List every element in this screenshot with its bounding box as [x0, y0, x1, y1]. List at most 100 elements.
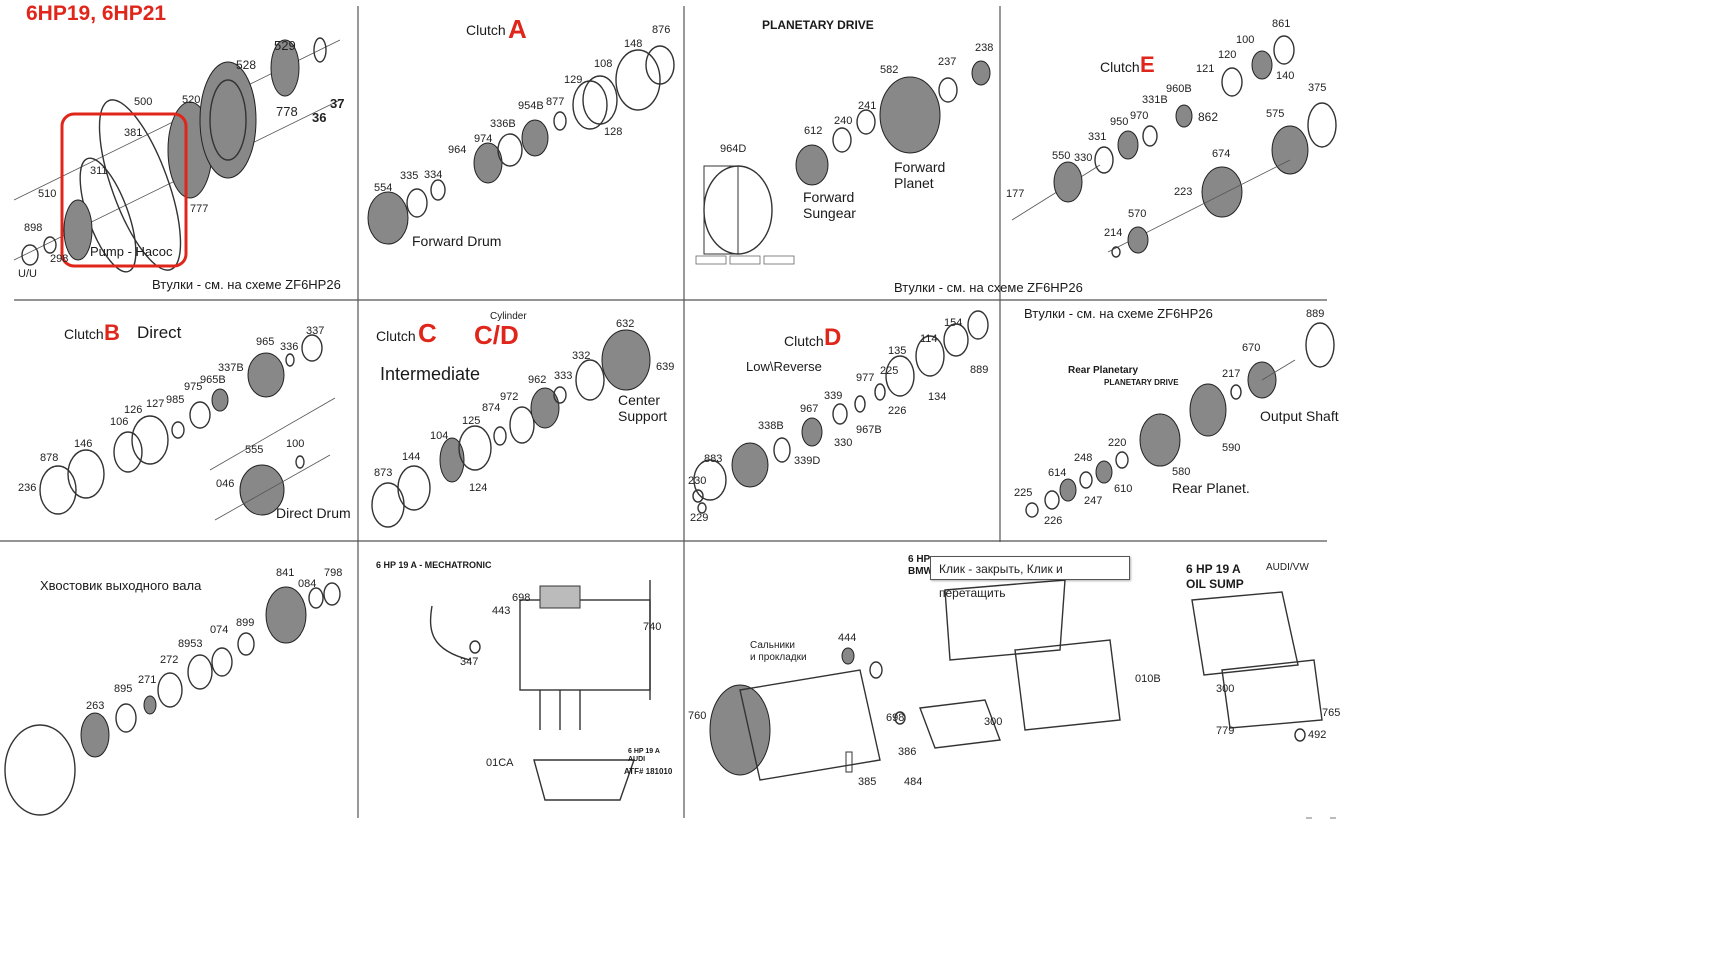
part-number: 331B — [1142, 94, 1168, 106]
part-number: 895 — [114, 683, 133, 695]
clutchE-parts — [1011, 35, 1337, 258]
part-number: 240 — [834, 115, 853, 127]
clutchE-prefix: Clutch — [1100, 59, 1140, 75]
part-number: 861 — [1272, 18, 1291, 30]
part-number: 962 — [528, 374, 547, 386]
part-number: 386 — [898, 746, 917, 758]
sump-brand: AUDI/VW — [1266, 562, 1309, 573]
part-number: 632 — [616, 318, 635, 330]
part-number: 214 — [1104, 227, 1123, 239]
part-number: 144 — [402, 451, 421, 463]
clutchC-cylinder: Cylinder — [490, 311, 527, 322]
part-number: 338B — [758, 420, 784, 432]
part-number: 874 — [482, 402, 501, 414]
part-number: 229 — [690, 512, 709, 524]
part-number: 333 — [554, 370, 573, 382]
clutchA-label: Forward Drum — [412, 233, 502, 249]
part-number: 674 — [1212, 148, 1231, 160]
page-title: 6HP19, 6HP21 — [26, 2, 167, 25]
part-number: 883 — [704, 453, 723, 465]
part-number: 639 — [656, 361, 675, 373]
clutchC-prefix: Clutch — [376, 328, 416, 344]
part-number: 985 — [166, 394, 185, 406]
part-number: 444 — [838, 632, 857, 644]
part-number: 127 — [146, 398, 165, 410]
part-number: 385 — [858, 776, 877, 788]
part-number: 610 — [1114, 483, 1133, 495]
part-number: 967B — [856, 424, 882, 436]
part-number: 100 — [1236, 34, 1255, 46]
part-number: 974 — [474, 133, 493, 145]
rear-subheading: PLANETARY DRIVE — [1104, 378, 1179, 387]
part-number: 889 — [970, 364, 989, 376]
part-number: 154 — [944, 317, 963, 329]
part-number: 873 — [374, 467, 393, 479]
viewer-tooltip[interactable]: Клик - закрыть, Клик и перетащить — [930, 556, 1130, 600]
clutchD-parts — [692, 310, 989, 514]
clutchB-prefix: Clutch — [64, 326, 104, 342]
part-number: 554 — [374, 182, 393, 194]
part-number: 336 — [280, 341, 299, 353]
part-number: 698 — [886, 712, 905, 724]
part-number: 126 — [124, 404, 143, 416]
clutchA-prefix: Clutch — [466, 22, 506, 38]
part-number: 614 — [1048, 467, 1067, 479]
pump-parts — [13, 37, 341, 273]
part-number: 698 — [512, 592, 531, 604]
part-number: 37 — [330, 96, 345, 111]
sump-parts — [1191, 591, 1323, 742]
clutchC-letter: C — [418, 318, 437, 348]
part-number: 241 — [858, 100, 877, 112]
part-number: 960B — [1166, 83, 1192, 95]
tail-label: Хвостовик выходного вала — [40, 578, 202, 593]
part-number: 555 — [245, 444, 264, 456]
clutchB-parts — [39, 334, 336, 521]
planetary-legend-boxes — [695, 255, 795, 265]
part-number: 238 — [975, 42, 994, 54]
seals-label: Сальники и прокладки — [750, 640, 807, 663]
part-number: 223 — [1174, 186, 1193, 198]
planetary-planet-label: Forward Planet — [894, 159, 946, 191]
part-number: 263 — [86, 700, 105, 712]
part-number: 272 — [160, 654, 179, 666]
part-number: 337 — [306, 325, 325, 337]
part-number: 575 — [1266, 108, 1285, 120]
part-number: 898 — [24, 222, 43, 234]
part-number: 01CA — [486, 757, 514, 769]
part-number: 339D — [794, 455, 821, 467]
part-number: 128 — [604, 126, 623, 138]
part-number: 347 — [460, 656, 479, 668]
part-number: 779 — [1216, 725, 1235, 737]
part-number: 876 — [652, 24, 671, 36]
panel-grid — [0, 6, 1327, 818]
clutchD-prefix: Clutch — [784, 333, 824, 349]
part-number: 226 — [888, 405, 907, 417]
part-number: 443 — [492, 605, 511, 617]
part-number: 220 — [1108, 437, 1127, 449]
part-number: 226 — [1044, 515, 1063, 527]
rear-heading: Rear Planetary — [1068, 365, 1139, 376]
part-number: 339 — [824, 390, 843, 402]
part-number: 334 — [424, 169, 443, 181]
part-number: 841 — [276, 567, 295, 579]
part-number: 36 — [312, 110, 327, 125]
clutchB-label: Direct Drum — [276, 505, 351, 521]
part-number: 237 — [938, 56, 957, 68]
tail-parts — [4, 582, 341, 816]
part-number: 300 — [1216, 683, 1235, 695]
part-number: 760 — [688, 710, 707, 722]
part-number: 134 — [928, 391, 947, 403]
part-number: 612 — [804, 125, 823, 137]
part-number: 590 — [1222, 442, 1241, 454]
part-number: 271 — [138, 674, 157, 686]
part-number: 125 — [462, 415, 481, 427]
mechatronic-parts — [429, 580, 651, 801]
part-number: 148 — [624, 38, 643, 50]
part-number: 121 — [1196, 63, 1215, 75]
part-number: 500 — [134, 96, 153, 108]
part-number: 331 — [1088, 131, 1107, 143]
pump-note: Втулки - см. на схеме ZF6HP26 — [152, 277, 341, 292]
part-number: 778 — [276, 104, 298, 119]
part-number: 520 — [182, 94, 201, 106]
clutchA-parts — [367, 45, 675, 245]
